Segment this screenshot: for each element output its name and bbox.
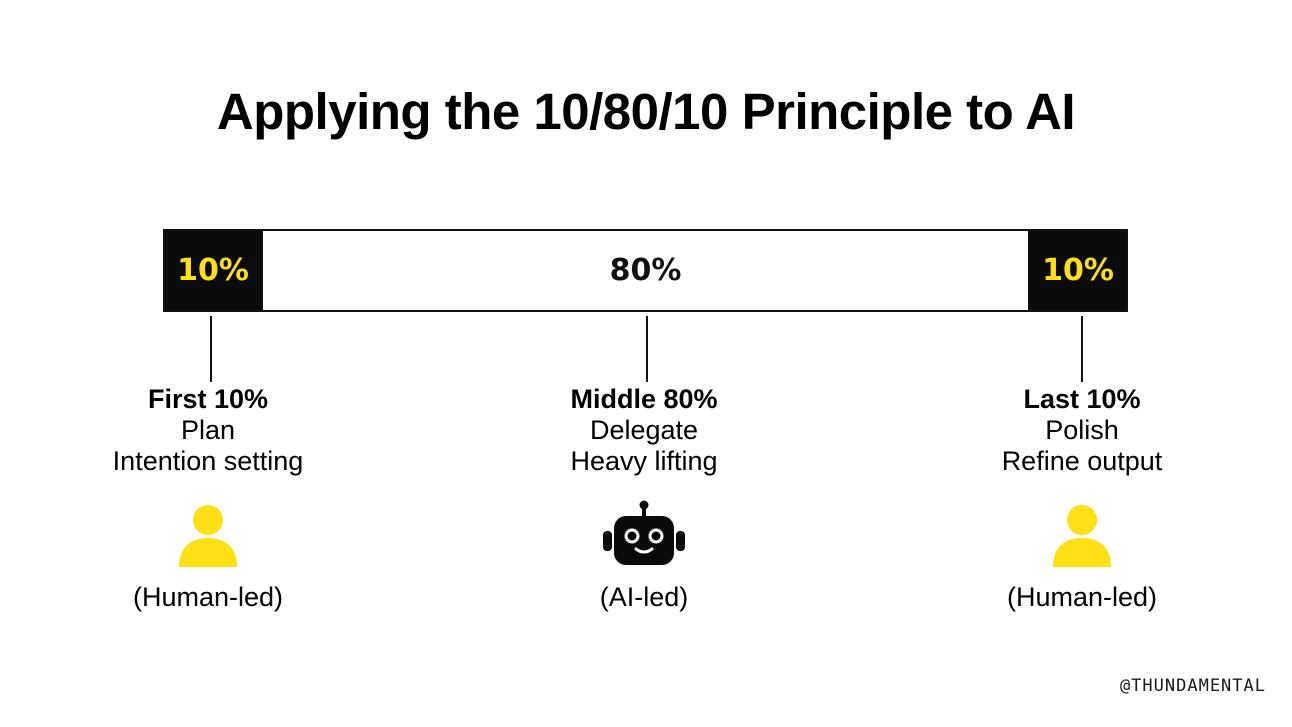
person-icon (1053, 505, 1111, 567)
connector-first (210, 316, 212, 382)
phase-first: First 10% Plan Intention setting (Human-… (48, 384, 368, 613)
phase-middle-line2: Heavy lifting (570, 446, 718, 476)
phase-middle-line1: Delegate (589, 415, 699, 445)
phase-last-line1: Polish (1045, 415, 1119, 445)
phase-middle: Middle 80% Delegate Heavy lifting (AI-le… (484, 384, 804, 613)
bar-segment-first-label: 10% (177, 253, 249, 288)
connector-middle (646, 316, 648, 382)
page-title: Applying the 10/80/10 Principle to AI (216, 83, 1076, 140)
bar-segment-middle-label: 80% (609, 253, 682, 288)
bar-segment-first: 10% (165, 231, 261, 310)
phase-first-lead: (Human-led) (132, 582, 284, 612)
phase-last-line2: Refine output (1001, 446, 1163, 476)
phase-last-lead: (Human-led) (1006, 582, 1158, 612)
phase-first-line1: Plan (180, 415, 236, 445)
person-icon (179, 505, 237, 567)
watermark: @THUNDAMENTAL (1119, 676, 1266, 696)
bar-segment-last: 10% (1030, 231, 1126, 310)
phase-first-line2: Intention setting (112, 446, 304, 476)
phase-first-heading: First 10% (147, 384, 269, 414)
connector-last (1081, 316, 1083, 382)
bar-segment-last-label: 10% (1042, 253, 1114, 288)
bar-segment-middle: 80% (261, 231, 1030, 310)
phase-middle-heading: Middle 80% (570, 384, 718, 414)
phase-middle-lead: (AI-led) (599, 582, 689, 612)
robot-icon (603, 500, 685, 565)
phase-last-heading: Last 10% (1023, 384, 1141, 414)
principle-bar: 10% 80% 10% (163, 229, 1128, 312)
phase-last: Last 10% Polish Refine output (Human-led… (922, 384, 1242, 613)
